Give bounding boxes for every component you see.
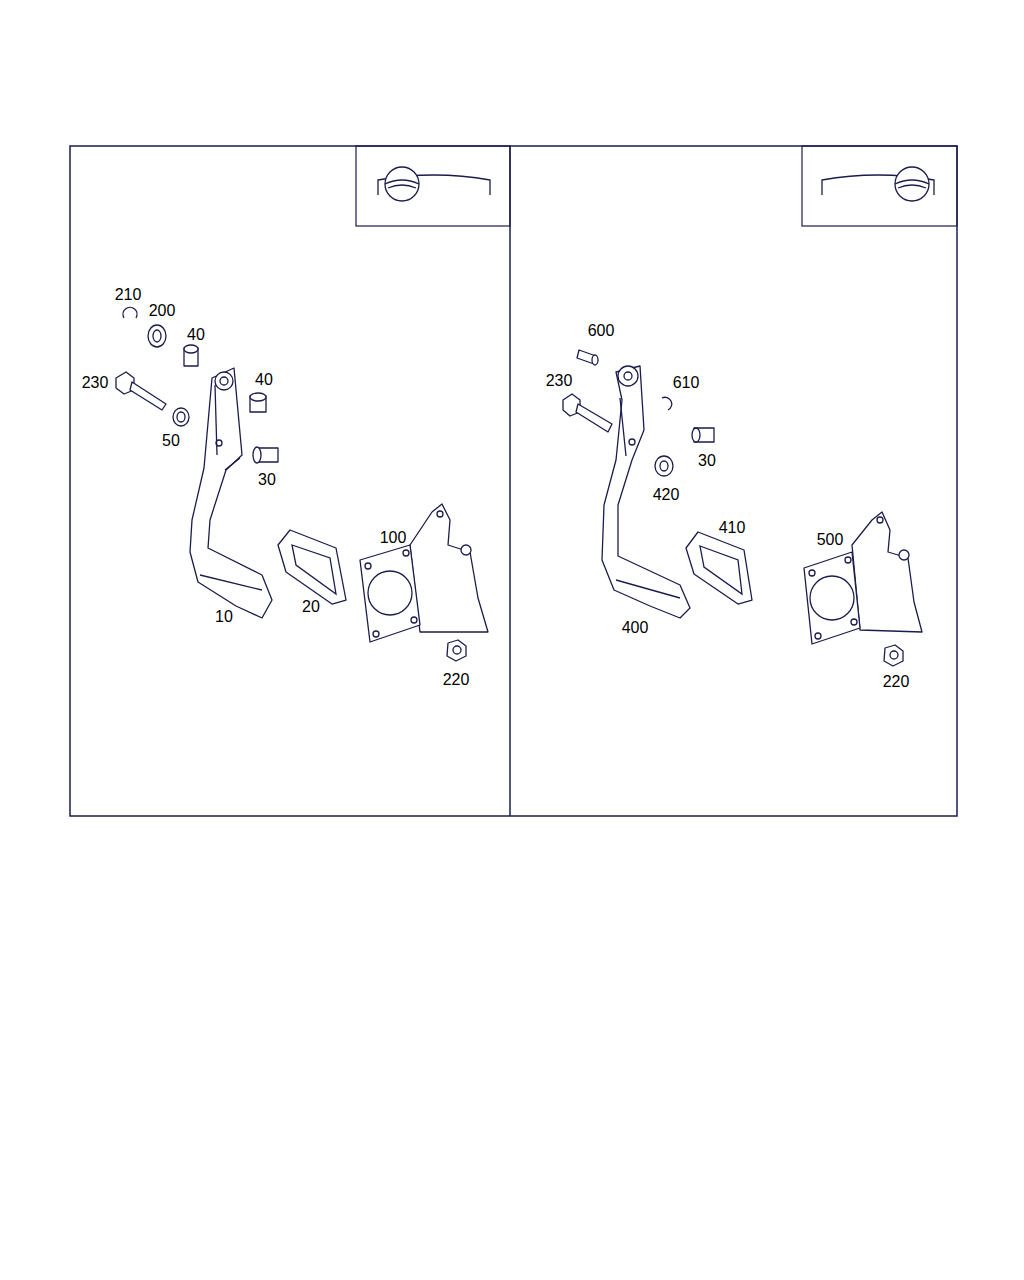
callout-number: 40 (255, 372, 273, 388)
callout-number: 230 (82, 375, 109, 391)
callout-number: 10 (215, 609, 233, 625)
frame (70, 146, 957, 816)
callout-number: 410 (719, 520, 746, 536)
callout-number: 50 (162, 433, 180, 449)
callout-number: 100 (380, 530, 407, 546)
callout-number: 420 (653, 487, 680, 503)
right-pedal-assembly (563, 350, 922, 666)
callout-number: 40 (187, 327, 205, 343)
left-pedal-assembly (116, 307, 488, 661)
callout-number: 20 (302, 599, 320, 615)
lhd-icon (378, 167, 490, 201)
callout-number: 230 (546, 373, 573, 389)
callout-number: 210 (115, 287, 142, 303)
callout-number: 610 (673, 375, 700, 391)
callout-number: 220 (443, 672, 470, 688)
callout-number: 600 (588, 323, 615, 339)
callout-number: 400 (622, 620, 649, 636)
icon-box (802, 146, 957, 226)
callout-number: 500 (817, 532, 844, 548)
callout-number: 30 (258, 472, 276, 488)
callout-number: 200 (149, 303, 176, 319)
icon-box (356, 146, 510, 226)
divider (509, 146, 511, 816)
rhd-icon (822, 167, 934, 201)
callout-number: 220 (883, 674, 910, 690)
callout-number: 30 (698, 453, 716, 469)
